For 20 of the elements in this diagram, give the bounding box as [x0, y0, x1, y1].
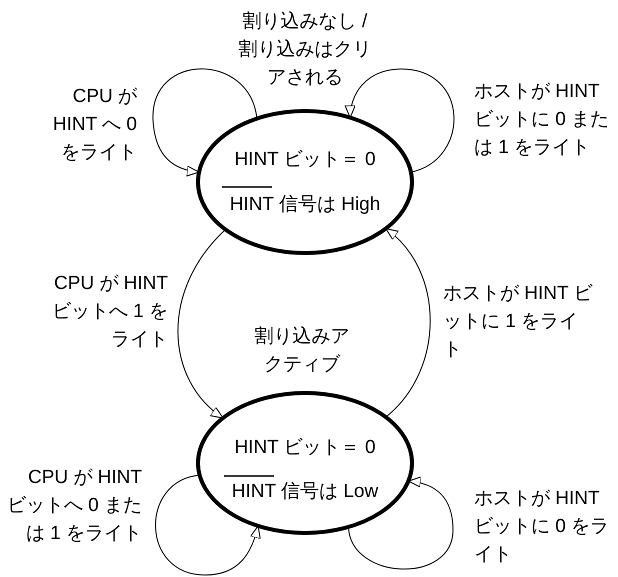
transition-arrow	[385, 228, 431, 418]
transition-arrow	[348, 476, 454, 570]
state-ellipse	[195, 108, 415, 256]
edge-label: ホストが HINT ビットに 0 をライト	[474, 487, 610, 567]
signal-text: HINT 信号は Low	[230, 480, 380, 504]
state-ellipse	[195, 390, 415, 536]
transition-arrow	[152, 68, 258, 176]
edge-label: CPU が HINT へ 0 をライト	[52, 85, 137, 165]
edge-label: ホストが HINT ビットに 1 をライト	[443, 282, 593, 362]
edge-label: CPU が HINT ビットへ 0 または 1 をライト	[6, 466, 142, 546]
state-note: 割り込みなし / 割り込みはクリアされる	[238, 10, 372, 90]
edge-label: ホストが HINT ビットに 0 または 1 をライト	[474, 80, 610, 160]
signal-text: HINT 信号は High	[228, 193, 382, 217]
state-note: 割り込みアクティブ	[254, 325, 350, 377]
transition-arrow	[177, 229, 226, 418]
state-text: HINT ビット＝ 0	[233, 436, 377, 460]
transition-arrow	[155, 474, 260, 576]
edge-label: CPU が HINT ビットへ 1 をライト	[50, 272, 168, 352]
transition-arrow	[345, 68, 454, 173]
state-text: HINT ビット＝ 0	[233, 148, 377, 172]
